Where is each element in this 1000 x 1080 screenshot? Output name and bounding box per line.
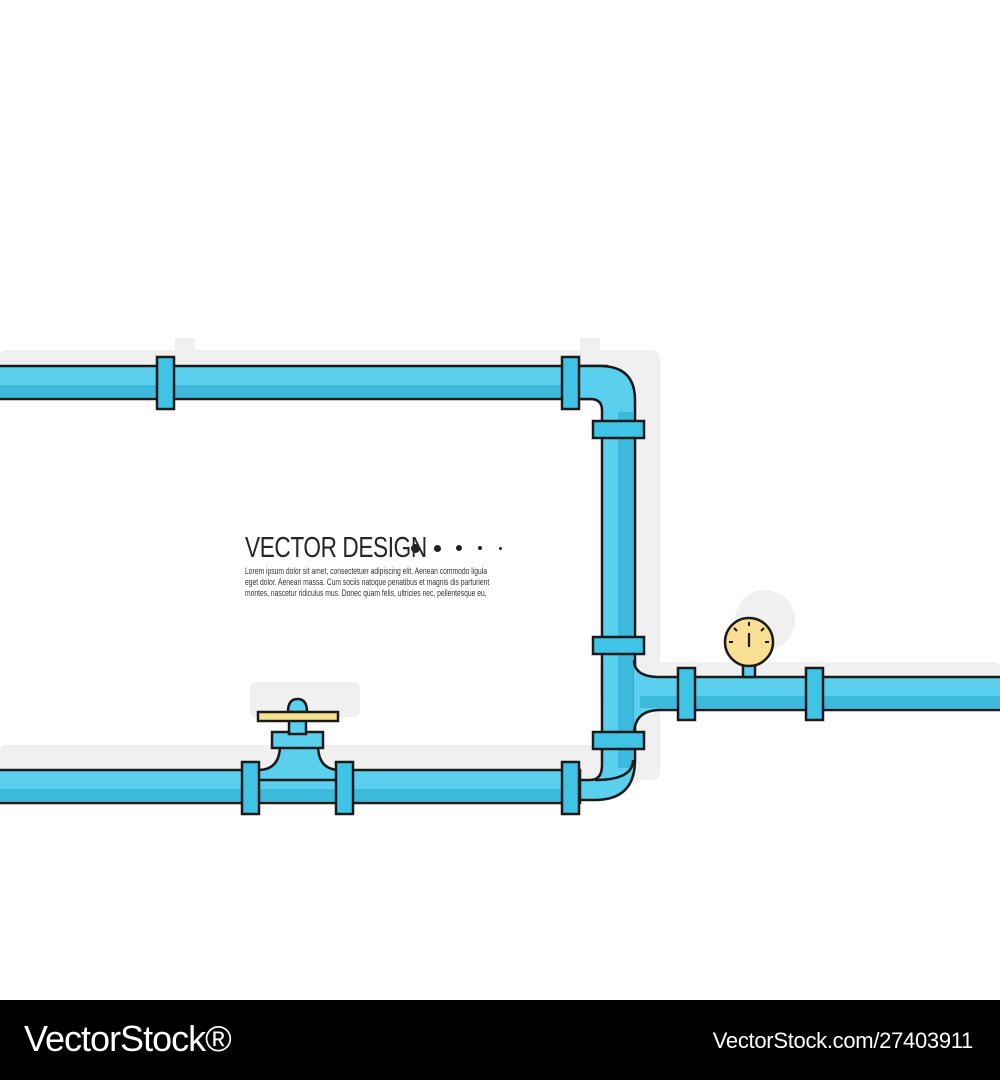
bullet-dot-icon	[434, 544, 441, 552]
headline: VECTOR DESIGN	[245, 531, 427, 564]
headline-row: VECTOR DESIGN	[245, 531, 535, 565]
bullet-dot-icon	[411, 543, 420, 553]
body-copy: Lorem ipsum dolor sit amet, consectetuer…	[245, 565, 511, 598]
body-line: montes, nascetur ridiculus mus. Donec qu…	[245, 587, 487, 598]
text-block: VECTOR DESIGN Lorem ipsum dolor sit amet…	[245, 531, 535, 598]
bullet-dot-icon	[478, 546, 482, 550]
brand-logo[interactable]: VectorStock®	[24, 1018, 232, 1059]
pipeline-illustration: VECTOR DESIGN Lorem ipsum dolor sit amet…	[0, 338, 1000, 816]
pipe-flange-icon	[155, 355, 825, 816]
body-line: eget dolor. Aenean massa. Cum sociis nat…	[245, 576, 490, 587]
image-id-link[interactable]: VectorStock.com/27403911	[712, 1028, 974, 1053]
top-pipe	[0, 364, 637, 802]
pipeline-drawing	[0, 338, 1000, 816]
body-line: Lorem ipsum dolor sit amet, consectetuer…	[245, 565, 488, 576]
bullet-dot-icon	[456, 545, 462, 551]
dot-leader	[411, 543, 502, 553]
valve-wheel-icon	[256, 697, 340, 723]
pressure-gauge-icon	[723, 616, 775, 679]
footer-bar: VectorStock® VectorStock.com/27403911	[0, 1000, 1000, 1080]
bullet-dot-icon	[499, 546, 502, 550]
valve-body	[256, 710, 342, 782]
